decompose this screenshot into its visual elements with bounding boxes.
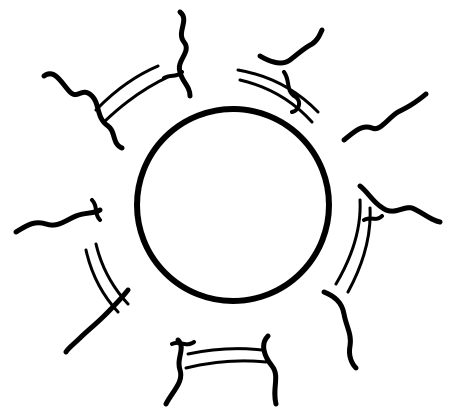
segment-right-tick [364, 216, 382, 220]
segment-bottom [166, 336, 276, 404]
central-circle [137, 109, 329, 301]
segment-left-wavy-line-1 [16, 210, 100, 232]
segment-top-left-arc-inner [104, 76, 170, 122]
segment-bottom-arc-inner [186, 361, 266, 368]
segment-top-right-wavy-line-1 [260, 30, 322, 63]
segment-bottom-wavy-line-2 [264, 336, 276, 404]
segment-left [16, 200, 128, 352]
segment-top-right-arc-outer [238, 70, 318, 112]
segment-bottom-wavy-line-1 [166, 340, 181, 404]
segment-right [324, 186, 440, 368]
segment-top-left-wavy-line-2 [179, 12, 190, 96]
segment-top-left-wavy-line-1 [44, 74, 122, 148]
segment-top-right-wavy-line-2 [284, 72, 299, 112]
segment-top-left [44, 12, 190, 148]
segment-right-wavy-line-2 [324, 292, 356, 368]
segment-bottom-tick [172, 342, 194, 344]
segment-bottom-arc-outer [188, 349, 262, 354]
segment-left-wavy-line-2 [66, 290, 128, 352]
segment-right-wavy-line-1 [360, 186, 440, 222]
segment-top-right-arc-inner [240, 80, 312, 122]
right-upper-wavy-line [344, 94, 426, 140]
